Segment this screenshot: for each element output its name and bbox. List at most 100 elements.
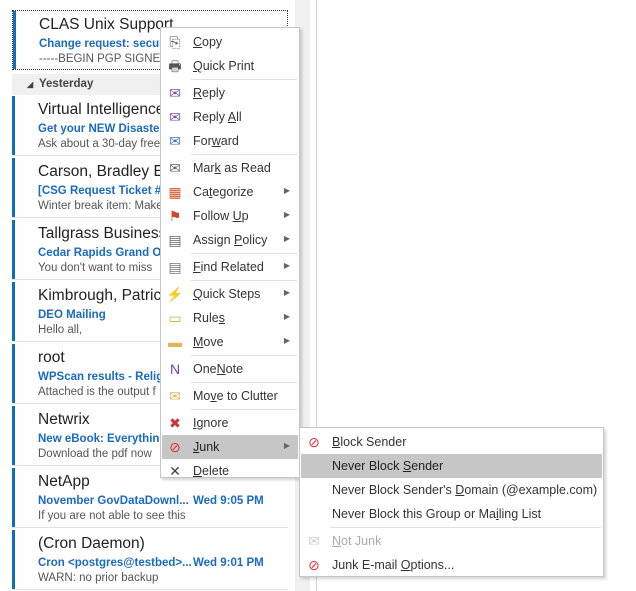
menu-item-label: Never Block Sender <box>332 459 444 473</box>
menu-item-label: Never Block this Group or Mailing List <box>332 507 542 521</box>
menu-item-move[interactable]: ▬Move▶ <box>162 330 298 354</box>
menu-item-find-related[interactable]: ▤ Find Related ▶ <box>162 255 298 279</box>
unread-bar <box>12 220 15 279</box>
menu-item-never-block-sender-s-domain-example-com[interactable]: Never Block Sender's Domain (@example.co… <box>301 478 602 502</box>
menu-item-label: OneNote <box>193 362 244 376</box>
find-related-icon: ▤ <box>168 259 182 275</box>
email-subject: Get your NEW Disaster <box>38 123 164 135</box>
unread-bar <box>12 282 15 341</box>
clutter-icon: ✉ <box>169 388 181 404</box>
rules-icon: ▭ <box>168 310 182 326</box>
menu-item-never-block-sender[interactable]: Never Block Sender <box>301 454 602 478</box>
menu-item-label: Forward <box>193 134 239 148</box>
menu-separator <box>191 79 297 80</box>
menu-item-quick-steps[interactable]: ⚡Quick Steps▶ <box>162 282 298 306</box>
junk-icon: ⊘ <box>169 439 181 455</box>
menu-item-copy[interactable]: ⎘ Copy <box>162 30 298 54</box>
menu-item-block-sender[interactable]: ⊘Block Sender <box>301 430 602 454</box>
menu-item-forward[interactable]: ✉Forward <box>162 129 298 153</box>
email-preview: WARN: no prior backup <box>38 572 159 584</box>
email-subject: November GovDataDownl... <box>38 495 189 507</box>
policy-icon: ▤ <box>168 232 182 248</box>
email-subject: Change request: security <box>39 38 178 50</box>
menu-item-label: Categorize <box>193 185 254 199</box>
email-sender: NetApp <box>38 473 90 490</box>
menu-item-label: Copy <box>193 35 223 49</box>
email-subject: New eBook: Everything <box>38 433 167 445</box>
menu-item-label: Quick Steps <box>193 287 261 301</box>
categorize-icon: ▦ <box>168 184 182 200</box>
menu-item-assign-policy[interactable]: ▤ Assign Policy ▶ <box>162 228 298 252</box>
menu-separator <box>330 527 601 528</box>
menu-item-label: Delete <box>193 464 230 478</box>
unread-bar <box>12 468 15 527</box>
menu-item-reply-all[interactable]: ✉ Reply All <box>162 105 298 129</box>
menu-item-follow-up[interactable]: ⚑ Follow Up ▶ <box>162 204 298 228</box>
email-time: Wed 9:01 PM <box>193 557 264 569</box>
ignore-icon: ✖ <box>169 415 181 431</box>
submenu-arrow-icon: ▶ <box>283 441 290 450</box>
unread-bar <box>12 406 15 465</box>
context-menu: ⎘Copy🖶Quick Print✉Reply✉Reply All✉Forwar… <box>160 27 300 479</box>
menu-item-not-junk[interactable]: ✉Not Junk <box>301 529 602 553</box>
menu-separator <box>191 382 297 383</box>
menu-item-label: Ignore <box>193 416 229 430</box>
submenu-arrow-icon: ▶ <box>283 261 290 270</box>
menu-item-label: Quick Print <box>193 59 255 73</box>
printer-icon: 🖶 <box>168 58 182 74</box>
submenu-arrow-icon: ▶ <box>283 312 290 321</box>
menu-item-junk[interactable]: ⊘ Junk ▶ <box>162 435 298 459</box>
unread-bar <box>12 96 15 155</box>
copy-icon: ⎘ <box>169 34 181 50</box>
collapse-triangle-icon[interactable]: ◢ <box>27 80 34 89</box>
menu-item-label: Reply All <box>193 110 242 124</box>
menu-item-label: Junk <box>193 440 220 454</box>
menu-item-label: Assign Policy <box>193 233 268 247</box>
email-preview: Hello all, <box>38 324 83 336</box>
menu-item-label: Reply <box>193 86 225 100</box>
unread-bar <box>12 158 15 217</box>
submenu-arrow-icon: ▶ <box>283 210 290 219</box>
email-subject: Cedar Rapids Grand Op <box>38 247 169 259</box>
email-sender: Kimbrough, Patricia <box>38 287 174 304</box>
email-subject: WPScan results - Religio <box>38 371 174 383</box>
email-preview: If you are not able to see this <box>38 510 186 522</box>
menu-item-onenote[interactable]: N OneNote <box>162 357 298 381</box>
menu-item-rules[interactable]: ▭Rules▶ <box>162 306 298 330</box>
email-item[interactable]: Carson, Bradley E[CSG Request Ticket #38… <box>12 158 288 218</box>
email-item[interactable]: (Cron Daemon)Cron <postgres@testbed>...W… <box>12 530 288 590</box>
menu-item-label: Find Related <box>193 260 264 274</box>
menu-item-quick-print[interactable]: 🖶 Quick Print <box>162 54 298 78</box>
menu-item-never-block-this-group-or-mailing-list[interactable]: Never Block this Group or Mailing List <box>301 502 602 526</box>
menu-item-move-to-clutter[interactable]: ✉Move to Clutter <box>162 384 298 408</box>
menu-item-label: Move <box>193 335 224 349</box>
menu-item-delete[interactable]: ✕Delete <box>162 459 298 483</box>
menu-item-categorize[interactable]: ▦Categorize▶ <box>162 180 298 204</box>
menu-item-label: Junk E-mail Options... <box>332 558 455 572</box>
menu-item-junk-e-mail-options[interactable]: ⊘Junk E-mail Options... <box>301 553 602 577</box>
submenu-arrow-icon: ▶ <box>283 234 290 243</box>
menu-item-label: Never Block Sender's Domain (@example.co… <box>332 483 598 497</box>
menu-item-reply[interactable]: ✉Reply <box>162 81 298 105</box>
onenote-icon: N <box>169 361 181 377</box>
email-subject: DEO Mailing <box>38 309 106 321</box>
email-preview: Winter break item: Make <box>38 200 163 212</box>
email-subject: Cron <postgres@testbed>... <box>38 557 192 569</box>
menu-separator <box>191 154 297 155</box>
menu-item-label: Follow Up <box>193 209 249 223</box>
email-preview: You don't want to miss <box>38 262 153 274</box>
email-sender: Netwrix <box>38 411 90 428</box>
flag-icon: ⚑ <box>168 208 182 224</box>
envelope-open-icon: ✉ <box>169 160 181 176</box>
reply-all-icon: ✉ <box>169 109 181 125</box>
menu-item-mark-as-read[interactable]: ✉Mark as Read <box>162 156 298 180</box>
menu-item-ignore[interactable]: ✖ Ignore <box>162 411 298 435</box>
